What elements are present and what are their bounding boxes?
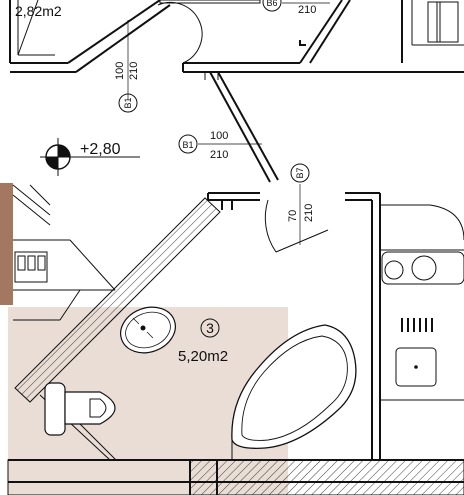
upper-walls xyxy=(9,0,464,73)
bath-area: 5,20m2 xyxy=(178,348,228,365)
b1-horizontal-width: 100 xyxy=(210,130,228,142)
bottom-wall-hatch xyxy=(190,460,464,495)
b1-vertical-width: 100 xyxy=(114,62,126,80)
bathroom-walls xyxy=(207,192,381,460)
b1-horizontal-tag: B1 xyxy=(182,140,193,150)
b1-vertical-height: 210 xyxy=(128,62,140,80)
washbasin-icon xyxy=(120,306,176,354)
b6-dim: 210 xyxy=(298,4,316,16)
door-swing-b1-top xyxy=(157,1,203,64)
b6-tag-circle xyxy=(262,0,282,12)
b1-vertical-tag: B1 xyxy=(123,97,133,108)
middle-walls xyxy=(204,71,279,183)
b6-tag: B6 xyxy=(266,0,277,8)
b1-horizontal-tag-circle xyxy=(178,134,198,154)
kitchen-sink-icon xyxy=(395,347,437,387)
upper-left-room-lines xyxy=(17,0,55,56)
bathtub-icon xyxy=(231,324,357,460)
b7-height: 210 xyxy=(303,204,315,222)
level-marker-icon xyxy=(40,138,140,176)
left-cabinet-lines xyxy=(12,184,116,321)
level-value: +2,80 xyxy=(80,141,121,158)
upper-left-area: 2,82m2 xyxy=(15,3,62,19)
hob-grill-icon xyxy=(401,318,433,332)
b7-tag: B7 xyxy=(295,167,305,178)
bath-number-circle xyxy=(200,318,220,338)
kitchen-counter xyxy=(380,204,464,401)
hob-burner-left-icon xyxy=(384,260,404,280)
b7-tag-circle xyxy=(290,163,310,183)
bath-number: 3 xyxy=(206,320,214,336)
wood-panel-strip xyxy=(0,183,13,305)
hob-burner-right-icon xyxy=(411,255,437,281)
b1-vertical-tag-circle xyxy=(118,93,138,113)
b1-horizontal-height: 210 xyxy=(210,149,228,161)
toilet-icon xyxy=(44,382,116,436)
b7-width: 70 xyxy=(287,210,299,222)
